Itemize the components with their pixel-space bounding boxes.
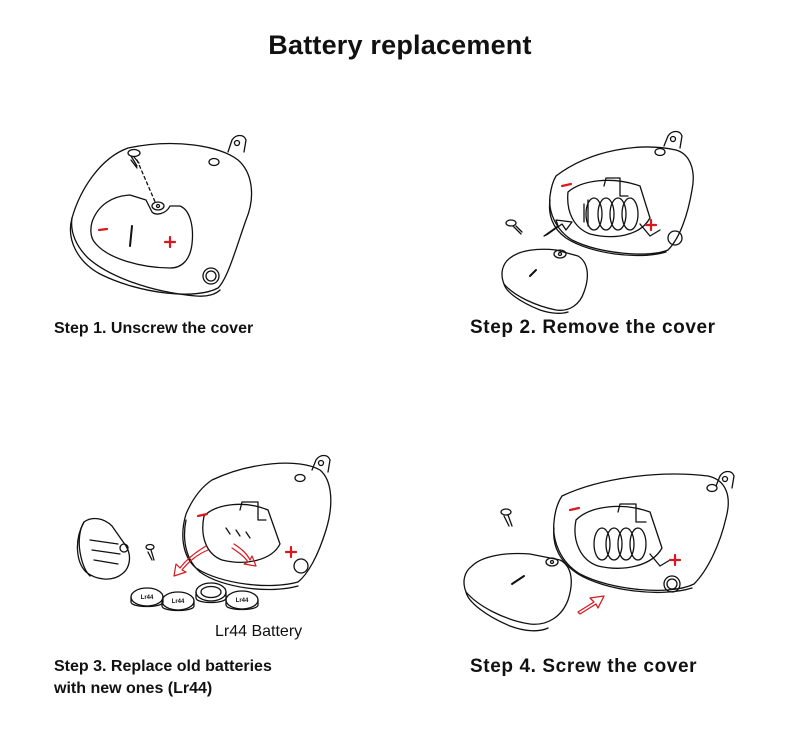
step4-cover (463, 552, 572, 625)
step3-compartment (202, 503, 281, 563)
step3-remove-arrows (173, 543, 257, 577)
step3-caption: Step 3. Replace old batteries with new o… (54, 656, 272, 700)
step3-battery-group (130, 582, 259, 612)
step3-screw-icon (145, 543, 155, 561)
step2-arrow-icon (543, 219, 573, 237)
step3-caption-line2: with new ones (Lr44) (54, 680, 213, 697)
step4-illustration (463, 470, 735, 632)
step2-compartment (567, 179, 651, 238)
step4-caption: Step 4. Screw the cover (470, 656, 698, 677)
battery-2-marking: Lr44 (172, 599, 185, 605)
battery-4-marking: Lr44 (236, 598, 249, 604)
step2-illustration (501, 130, 694, 314)
step2-plus-sign (644, 218, 658, 232)
step4-batteries (593, 527, 647, 561)
step2-minus-sign (560, 182, 573, 188)
step3-minus-sign (196, 512, 209, 518)
step4-compartment (574, 505, 663, 569)
step4-minus-sign (568, 506, 581, 512)
step4-arrow-icon (577, 595, 605, 615)
step1-plus-sign (163, 235, 177, 249)
step2-caption: Step 2. Remove the cover (470, 317, 716, 338)
page-title: Battery replacement (268, 30, 532, 60)
step3-caption-line1: Step 3. Replace old batteries (54, 658, 272, 675)
step3-plus-sign (284, 545, 298, 559)
step3-illustration (76, 454, 332, 612)
step4-screw-icon (500, 508, 513, 527)
lr44-battery-3 (195, 582, 227, 604)
battery-label: Lr44 Battery (215, 623, 303, 640)
step1-minus-sign (97, 227, 109, 232)
step4-plus-sign (668, 553, 682, 567)
step3-cover (76, 517, 131, 580)
step2-batteries (583, 197, 639, 231)
lr44-battery-2 (161, 591, 195, 612)
step2-screw-icon (505, 219, 523, 235)
step1-caption: Step 1. Unscrew the cover (54, 320, 254, 337)
step1-screw-icon (127, 148, 141, 169)
lr44-battery-4 (225, 590, 259, 611)
step1-cover (90, 194, 194, 269)
step1-illustration (69, 134, 253, 297)
battery-1-marking: Lr44 (141, 595, 154, 601)
step1-screw-path (136, 159, 157, 205)
step2-cover (501, 248, 589, 311)
